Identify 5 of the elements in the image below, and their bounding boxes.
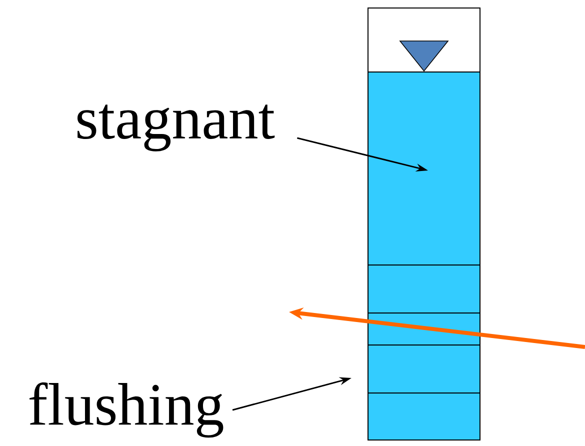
water-layer — [368, 392, 480, 440]
water-layer — [368, 264, 480, 314]
label-text: flushing — [30, 382, 224, 438]
water-layer — [368, 344, 480, 394]
label-text: stagnant — [78, 104, 275, 152]
